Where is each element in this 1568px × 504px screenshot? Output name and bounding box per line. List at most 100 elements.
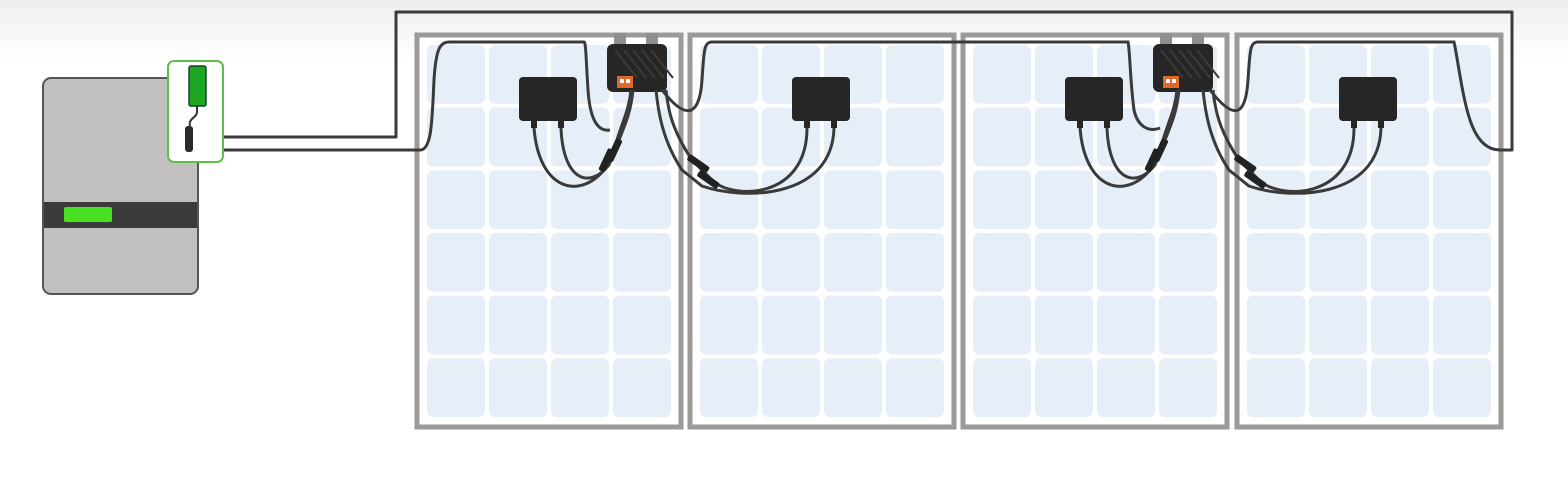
panel-cell bbox=[886, 170, 944, 229]
junction-lead-icon bbox=[1077, 118, 1083, 128]
inverter-body bbox=[42, 77, 199, 295]
panel-cell bbox=[1371, 233, 1429, 292]
solar-panel[interactable] bbox=[414, 32, 684, 430]
panel-cell bbox=[886, 295, 944, 355]
panel-cell bbox=[1433, 170, 1491, 229]
solar-panel[interactable] bbox=[1234, 32, 1504, 430]
optimizer-leads bbox=[532, 89, 1383, 195]
junction-box-icon bbox=[1065, 77, 1123, 121]
panel-cell bbox=[427, 233, 485, 292]
inverter-status-indicator bbox=[64, 207, 112, 222]
panel-cell bbox=[700, 107, 758, 167]
panel-cell bbox=[551, 170, 609, 229]
panel-cell bbox=[1159, 358, 1217, 417]
mc4-connector-icon bbox=[697, 170, 720, 189]
panel-cell bbox=[973, 358, 1031, 417]
panel-cell bbox=[700, 45, 758, 104]
optimizer-clip-icon bbox=[614, 33, 626, 47]
optimizer-label-icon bbox=[617, 76, 633, 88]
module-lead bbox=[654, 89, 836, 195]
optimizer-label-icon bbox=[1163, 76, 1179, 88]
panel-cell bbox=[1371, 107, 1429, 167]
optimizer[interactable] bbox=[1153, 33, 1220, 92]
panel-cell bbox=[1433, 233, 1491, 292]
panel-cell bbox=[427, 295, 485, 355]
panel-cell bbox=[1247, 233, 1305, 292]
panel-cell bbox=[1097, 295, 1155, 355]
panel-cell bbox=[1309, 233, 1367, 292]
junction-lead-icon bbox=[1351, 118, 1357, 128]
panel-cell bbox=[700, 295, 758, 355]
mc4-connector-icon bbox=[687, 154, 710, 173]
solar-panel[interactable] bbox=[960, 32, 1230, 430]
panel-cell bbox=[973, 295, 1031, 355]
mc4-connector-icon bbox=[1152, 138, 1169, 162]
panel-cell bbox=[762, 233, 820, 292]
panel-cell bbox=[489, 358, 547, 417]
panel-cell bbox=[1247, 295, 1305, 355]
panel-cell bbox=[700, 358, 758, 417]
panel-cell bbox=[1247, 45, 1305, 104]
panel-cell bbox=[1159, 170, 1217, 229]
junction-box-icon bbox=[792, 77, 850, 121]
jumper-cable-1 bbox=[660, 40, 1161, 131]
panel-cell bbox=[824, 358, 882, 417]
optimizer-clip-icon bbox=[646, 33, 658, 47]
panel-cell bbox=[1159, 233, 1217, 292]
panel-cell bbox=[613, 170, 671, 229]
home-run-cable bbox=[222, 10, 1514, 152]
junction-lead-icon bbox=[1104, 118, 1110, 128]
panel-cell bbox=[489, 233, 547, 292]
panel-cell bbox=[551, 358, 609, 417]
solar-panel[interactable] bbox=[687, 32, 957, 430]
junction-lead-icon bbox=[831, 118, 837, 128]
panel-cell bbox=[613, 107, 671, 167]
panel-cell bbox=[762, 358, 820, 417]
solar-panel-array bbox=[414, 32, 1504, 430]
panel-cell bbox=[886, 107, 944, 167]
optimizer[interactable] bbox=[607, 33, 674, 92]
junction-lead-icon bbox=[531, 118, 537, 128]
panel-cell bbox=[824, 233, 882, 292]
mc4-connector-icon bbox=[1234, 154, 1257, 173]
panel-cell bbox=[1097, 170, 1155, 229]
inverter[interactable] bbox=[42, 77, 199, 295]
feed-cable bbox=[222, 40, 611, 152]
panel-cell bbox=[613, 233, 671, 292]
panel-cell bbox=[973, 170, 1031, 229]
panel-cell bbox=[824, 295, 882, 355]
panel-cell bbox=[1097, 358, 1155, 417]
panel-cell bbox=[886, 45, 944, 104]
panel-cell bbox=[973, 45, 1031, 104]
panel-cell bbox=[973, 107, 1031, 167]
rapid-shutdown-device[interactable] bbox=[167, 60, 224, 163]
panel-cell bbox=[1159, 295, 1217, 355]
panel-cell bbox=[886, 233, 944, 292]
panel-cell bbox=[427, 107, 485, 167]
panel-cell bbox=[427, 358, 485, 417]
junction-lead-icon bbox=[804, 118, 810, 128]
junction-box-icon bbox=[1339, 77, 1397, 121]
panel-cell bbox=[489, 295, 547, 355]
panel-cell bbox=[1097, 233, 1155, 292]
panel-cell bbox=[1371, 358, 1429, 417]
device-housing bbox=[167, 60, 224, 163]
panel-cell bbox=[427, 170, 485, 229]
module-lead bbox=[1201, 89, 1383, 195]
panel-cell bbox=[886, 358, 944, 417]
device-screen-icon bbox=[188, 65, 207, 107]
panel-cell bbox=[1309, 170, 1367, 229]
panel-cell bbox=[973, 233, 1031, 292]
panel-cell bbox=[1433, 45, 1491, 104]
panel-cell bbox=[762, 295, 820, 355]
panel-cell bbox=[427, 45, 485, 104]
mc4-connector-icon bbox=[606, 138, 623, 162]
panel-cell bbox=[613, 295, 671, 355]
panel-cell bbox=[824, 107, 882, 167]
panel-cell bbox=[1035, 295, 1093, 355]
panel-cell bbox=[1433, 107, 1491, 167]
panel-cell bbox=[700, 233, 758, 292]
panel-cell bbox=[762, 170, 820, 229]
